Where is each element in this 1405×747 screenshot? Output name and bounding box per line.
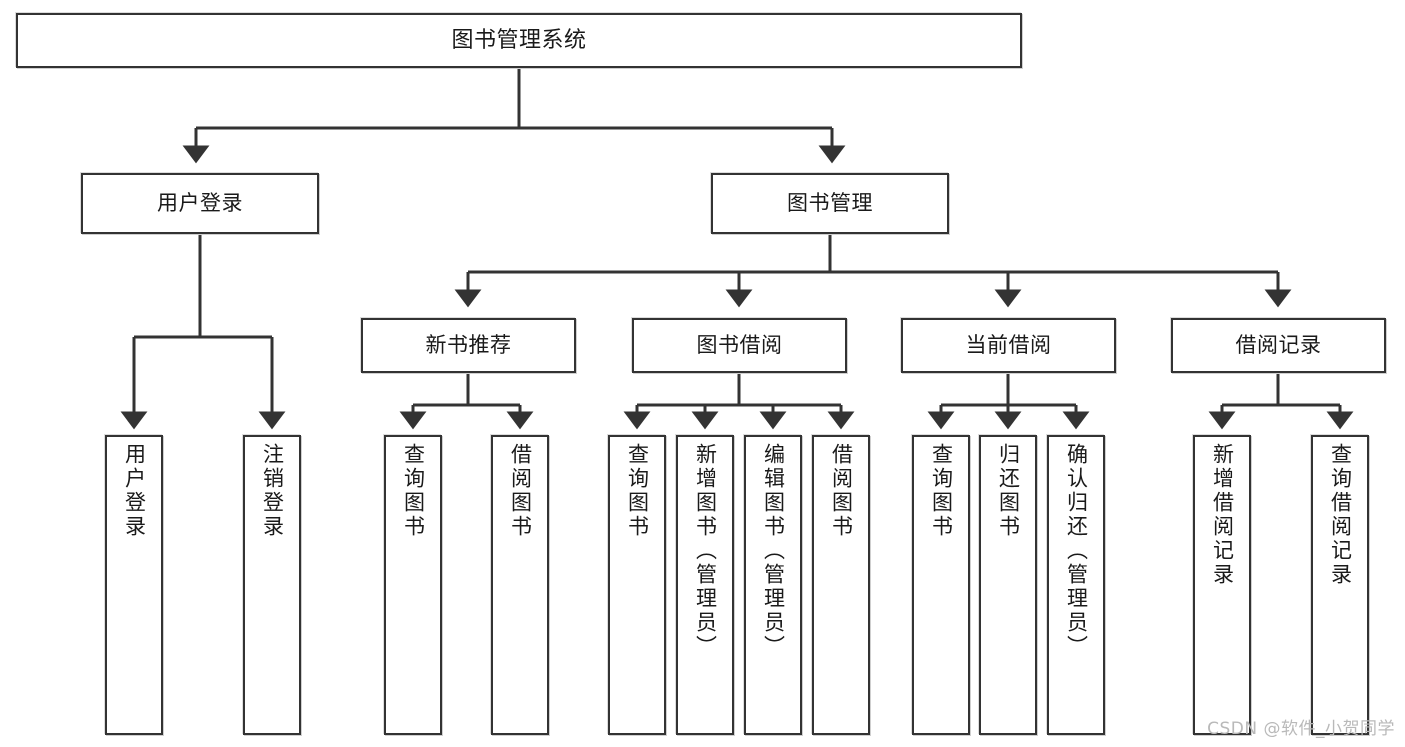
node-user-login[interactable]: 用户登录 — [81, 173, 319, 234]
leaf-borrow-add-book-label: 新增图书（管理员） — [693, 443, 718, 659]
leaf-borrow-borrow-book[interactable]: 借阅图书 — [812, 435, 870, 735]
leaf-borrow-add-book[interactable]: 新增图书（管理员） — [676, 435, 734, 735]
leaf-current-query-book-label: 查询图书 — [929, 443, 954, 539]
leaf-user-login-login-label: 用户登录 — [122, 443, 147, 539]
node-root-label: 图书管理系统 — [451, 27, 587, 53]
leaf-borrow-query-book-label: 查询图书 — [625, 443, 650, 539]
leaf-record-query-record-label: 查询借阅记录 — [1328, 443, 1353, 587]
leaf-current-return-book-label: 归还图书 — [996, 443, 1021, 539]
leaf-user-login-logout[interactable]: 注销登录 — [243, 435, 301, 735]
node-book-borrow-label: 图书借阅 — [696, 333, 783, 358]
leaf-current-return-book[interactable]: 归还图书 — [979, 435, 1037, 735]
leaf-current-confirm-return[interactable]: 确认归还（管理员） — [1047, 435, 1105, 735]
node-user-login-label: 用户登录 — [157, 191, 243, 216]
node-borrow-record-label: 借阅记录 — [1235, 333, 1322, 358]
node-book-borrow[interactable]: 图书借阅 — [632, 318, 847, 373]
leaf-borrow-query-book[interactable]: 查询图书 — [608, 435, 666, 735]
leaf-record-add-record[interactable]: 新增借阅记录 — [1193, 435, 1251, 735]
leaf-newbook-query-book[interactable]: 查询图书 — [384, 435, 442, 735]
node-borrow-record[interactable]: 借阅记录 — [1171, 318, 1386, 373]
node-book-management-label: 图书管理 — [787, 191, 873, 216]
leaf-current-confirm-return-label: 确认归还（管理员） — [1064, 443, 1089, 659]
node-new-book-recommend[interactable]: 新书推荐 — [361, 318, 576, 373]
node-current-borrow[interactable]: 当前借阅 — [901, 318, 1116, 373]
leaf-current-query-book[interactable]: 查询图书 — [912, 435, 970, 735]
node-root[interactable]: 图书管理系统 — [16, 13, 1022, 68]
leaf-borrow-edit-book-label: 编辑图书（管理员） — [761, 443, 786, 659]
leaf-newbook-query-book-label: 查询图书 — [401, 443, 426, 539]
leaf-record-query-record[interactable]: 查询借阅记录 — [1311, 435, 1369, 735]
node-new-book-recommend-label: 新书推荐 — [425, 333, 512, 358]
leaf-newbook-borrow-book[interactable]: 借阅图书 — [491, 435, 549, 735]
leaf-borrow-edit-book[interactable]: 编辑图书（管理员） — [744, 435, 802, 735]
leaf-record-add-record-label: 新增借阅记录 — [1210, 443, 1235, 587]
leaf-newbook-borrow-book-label: 借阅图书 — [508, 443, 533, 539]
leaf-borrow-borrow-book-label: 借阅图书 — [829, 443, 854, 539]
leaf-user-login-logout-label: 注销登录 — [260, 443, 285, 539]
node-book-management[interactable]: 图书管理 — [711, 173, 949, 234]
csdn-watermark: CSDN @软件_小贺同学 — [1207, 719, 1395, 739]
node-current-borrow-label: 当前借阅 — [965, 333, 1052, 358]
leaf-user-login-login[interactable]: 用户登录 — [105, 435, 163, 735]
